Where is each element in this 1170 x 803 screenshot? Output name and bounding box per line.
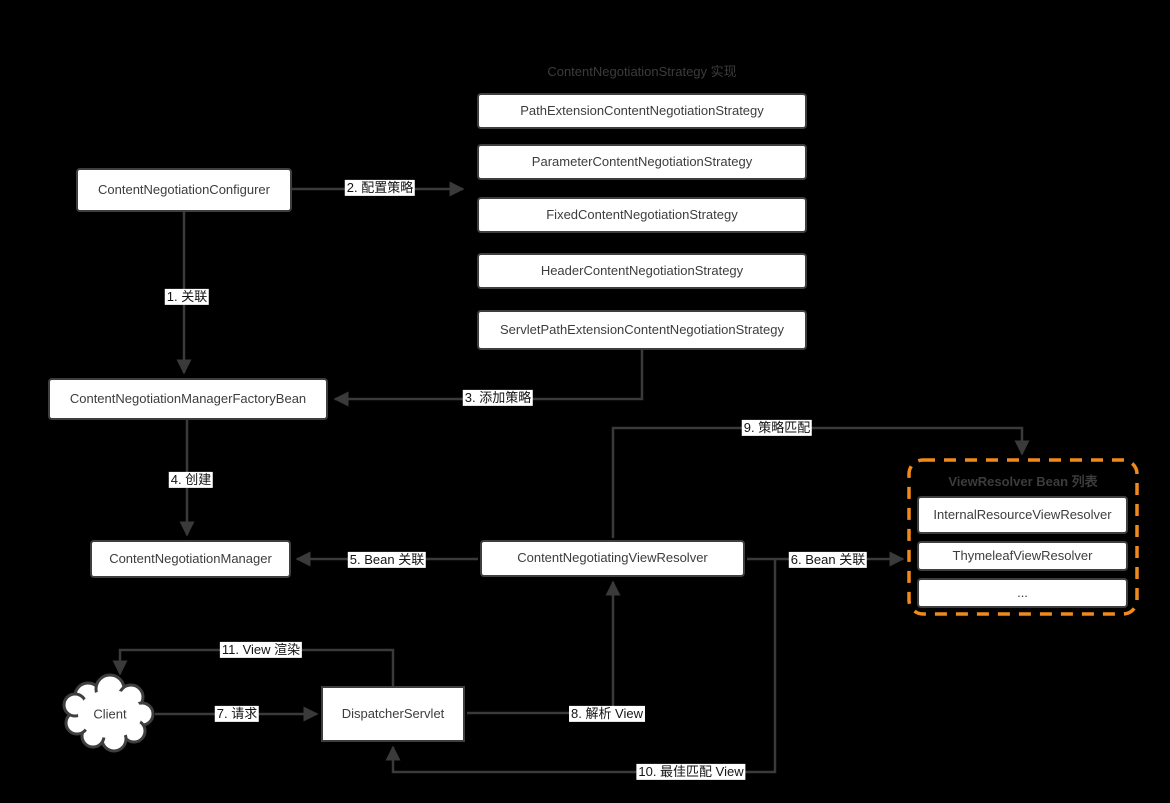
edge-label-7: 7. 请求: [214, 705, 260, 723]
node-content-negotiating-view-resolver: ContentNegotiatingViewResolver: [480, 540, 745, 577]
edge-9-resolver-beanlist-match: [611, 426, 1030, 538]
edge-label-11: 11. View 渲染: [219, 641, 303, 659]
edge-label-10: 10. 最佳匹配 View: [636, 763, 746, 781]
node-manager-factory-bean: ContentNegotiationManagerFactoryBean: [48, 378, 328, 420]
edge-label-6: 6. Bean 关联: [788, 551, 868, 569]
node-header-strategy: HeaderContentNegotiationStrategy: [477, 253, 807, 289]
node-more-view-resolvers: ...: [917, 578, 1128, 608]
node-dispatcher-servlet: DispatcherServlet: [321, 686, 465, 742]
node-parameter-strategy: ParameterContentNegotiationStrategy: [477, 144, 807, 180]
edge-label-9: 9. 策略匹配: [741, 419, 813, 437]
node-fixed-strategy: FixedContentNegotiationStrategy: [477, 197, 807, 233]
node-servlet-path-extension-strategy: ServletPathExtensionContentNegotiationSt…: [477, 310, 807, 350]
node-thymeleaf-view-resolver: ThymeleafViewResolver: [917, 541, 1128, 571]
viewresolver-group-title: ViewResolver Bean 列表: [948, 474, 1098, 489]
edge-label-8: 8. 解析 View: [568, 705, 646, 723]
edge-label-2: 2. 配置策略: [344, 179, 416, 197]
strategy-group-title: ContentNegotiationStrategy 实现: [547, 64, 737, 79]
edge-label-1: 1. 关联: [164, 288, 210, 306]
edge-3-strategy-factorybean: [333, 350, 644, 407]
node-internal-resource-view-resolver: InternalResourceViewResolver: [917, 496, 1128, 534]
edge-label-5: 5. Bean 关联: [347, 551, 427, 569]
client-cloud-label: Client: [93, 706, 127, 722]
edge-10-bestmatch-dispatcher: [385, 560, 777, 774]
node-path-extension-strategy: PathExtensionContentNegotiationStrategy: [477, 93, 807, 129]
viewresolver-group-dashed-border: [907, 458, 1139, 616]
node-content-negotiation-manager: ContentNegotiationManager: [90, 540, 291, 578]
edge-8-dispatcher-resolver: [467, 580, 621, 715]
edge-label-4: 4. 创建: [168, 471, 214, 489]
node-content-negotiation-configurer: ContentNegotiationConfigurer: [76, 168, 292, 212]
client-cloud: [62, 673, 155, 753]
edge-label-3: 3. 添加策略: [462, 389, 534, 407]
